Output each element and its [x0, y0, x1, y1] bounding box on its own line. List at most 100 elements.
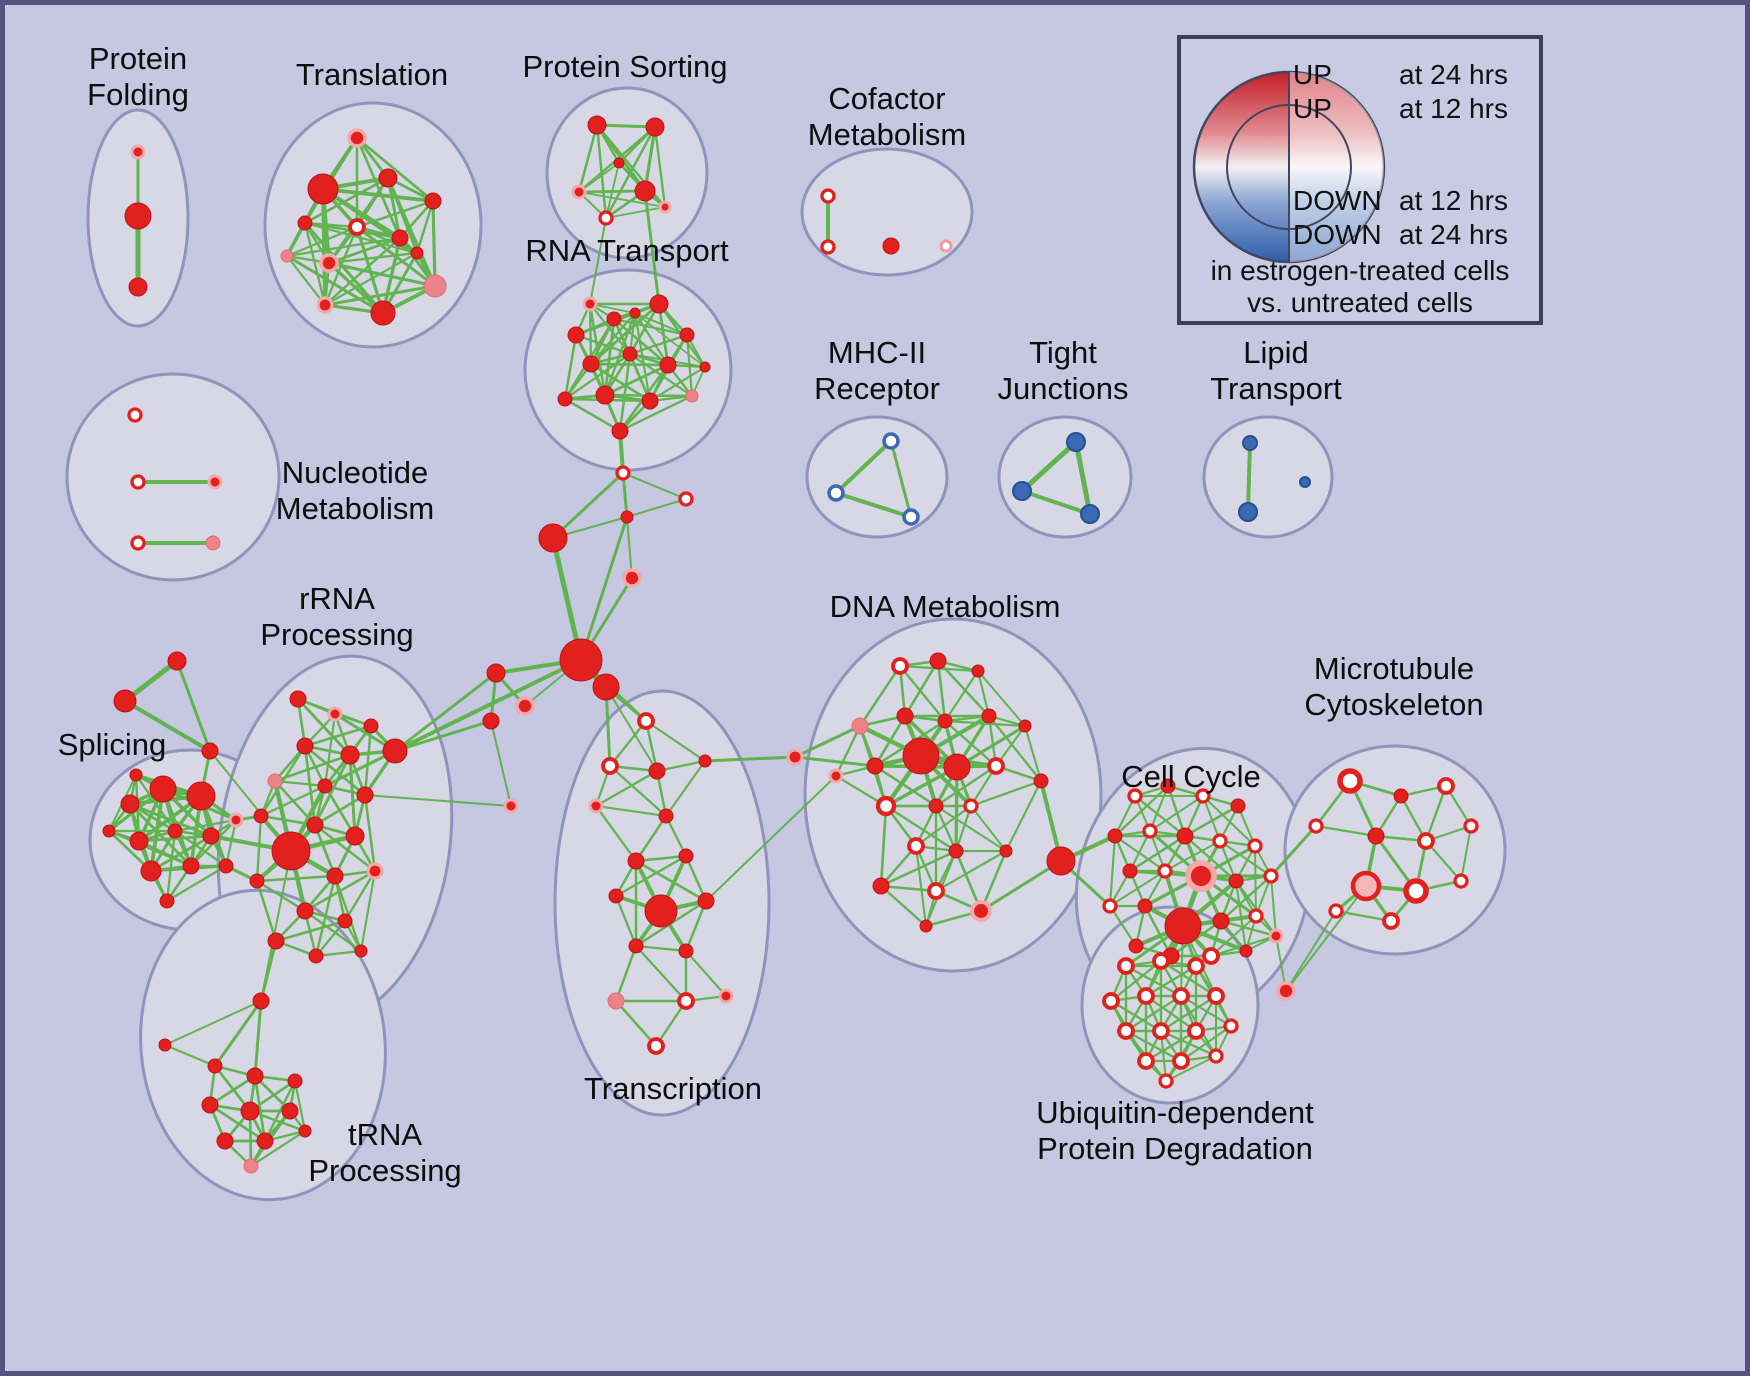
network-node — [410, 246, 424, 260]
network-edge — [149, 834, 213, 873]
network-edge — [1133, 794, 1187, 838]
cluster-ellipse-cofactor-metabolism — [800, 147, 974, 277]
network-edge — [644, 719, 707, 763]
network-node — [316, 296, 334, 314]
network-edge — [969, 779, 1043, 808]
cluster-label-lipid-transport: Lipid Transport — [1210, 335, 1342, 407]
network-node — [486, 663, 506, 683]
network-edge — [987, 714, 1043, 783]
network-edge — [355, 136, 402, 240]
network-edge — [1424, 784, 1448, 843]
network-edge — [107, 829, 193, 868]
network-edge — [954, 804, 973, 853]
network-node — [281, 1102, 299, 1120]
network-edge — [614, 854, 688, 898]
network-edge — [363, 793, 377, 873]
network-node — [201, 742, 219, 760]
network-node — [919, 919, 933, 933]
network-node — [677, 992, 695, 1010]
network-edge — [323, 251, 419, 307]
network-node — [1080, 504, 1100, 524]
network-node — [267, 932, 285, 950]
network-edge — [348, 753, 357, 838]
network-edge — [255, 879, 278, 943]
network-node — [1160, 778, 1176, 794]
network-node — [872, 877, 890, 895]
network-node — [627, 852, 645, 870]
network-edge — [634, 859, 708, 903]
network-node — [1337, 768, 1363, 794]
network-node — [685, 389, 699, 403]
network-node — [363, 718, 379, 734]
network-node — [354, 944, 368, 958]
network-edge — [285, 236, 402, 258]
network-node — [207, 474, 223, 490]
network-edge — [604, 125, 657, 220]
network-edge — [415, 199, 435, 255]
network-node — [697, 892, 715, 910]
network-edge — [898, 664, 947, 723]
network-node — [637, 712, 655, 730]
network-edge — [1460, 825, 1472, 882]
network-edge — [608, 719, 648, 768]
network-edge — [1179, 994, 1233, 1028]
cluster-label-mhc-ii-receptor: MHC-II Receptor — [814, 335, 940, 407]
network-edge — [579, 515, 629, 662]
network-node — [1187, 1022, 1205, 1040]
network-node — [1033, 773, 1049, 789]
network-node — [1463, 818, 1479, 834]
network-edge — [303, 724, 373, 748]
network-edge — [834, 439, 893, 495]
network-node — [252, 992, 270, 1010]
network-edge — [634, 814, 668, 863]
network-node — [698, 754, 712, 768]
network-node — [246, 1067, 264, 1085]
network-node — [937, 713, 953, 729]
network-node — [1207, 987, 1225, 1005]
network-node — [851, 717, 869, 735]
network-edge — [259, 814, 317, 827]
network-node — [645, 117, 665, 137]
network-edge — [614, 944, 638, 1003]
network-node — [939, 239, 953, 253]
network-edge — [490, 720, 512, 807]
network-node — [347, 128, 367, 148]
legend-caption-line2: vs. untreated cells — [1247, 287, 1473, 318]
network-node — [140, 860, 162, 882]
network-edge — [1124, 994, 1183, 1033]
network-node — [391, 229, 409, 247]
network-edge — [563, 352, 632, 401]
network-edge — [255, 814, 263, 883]
network-edge — [303, 744, 367, 797]
network-node — [1018, 719, 1032, 733]
network-edge — [259, 784, 327, 818]
network-node — [969, 899, 993, 923]
network-edge — [355, 225, 385, 315]
network-node — [648, 762, 666, 780]
network-edge — [1109, 959, 1163, 1003]
network-node — [1172, 1052, 1190, 1070]
network-node — [159, 893, 175, 909]
network-edge — [626, 516, 633, 579]
network-edge — [393, 658, 583, 753]
network-node — [423, 274, 447, 298]
network-edge — [563, 397, 622, 433]
network-node — [902, 508, 920, 526]
network-edge — [879, 804, 888, 888]
cluster-label-protein-folding: Protein Folding — [87, 41, 189, 113]
network-node — [129, 768, 143, 782]
network-edge — [303, 909, 363, 953]
network-node — [1152, 952, 1170, 970]
legend-down-24-time: at 24 hrs — [1399, 219, 1508, 250]
network-node — [207, 1058, 223, 1074]
legend-down-12-time: at 12 hrs — [1399, 185, 1508, 216]
network-edge — [970, 805, 1007, 852]
network-node — [601, 757, 619, 775]
network-node — [613, 157, 625, 169]
network-edge — [605, 686, 658, 772]
network-node — [615, 465, 631, 481]
network-edge — [313, 753, 352, 827]
network-node — [267, 773, 283, 789]
network-node — [271, 831, 311, 871]
network-edge — [343, 869, 377, 923]
